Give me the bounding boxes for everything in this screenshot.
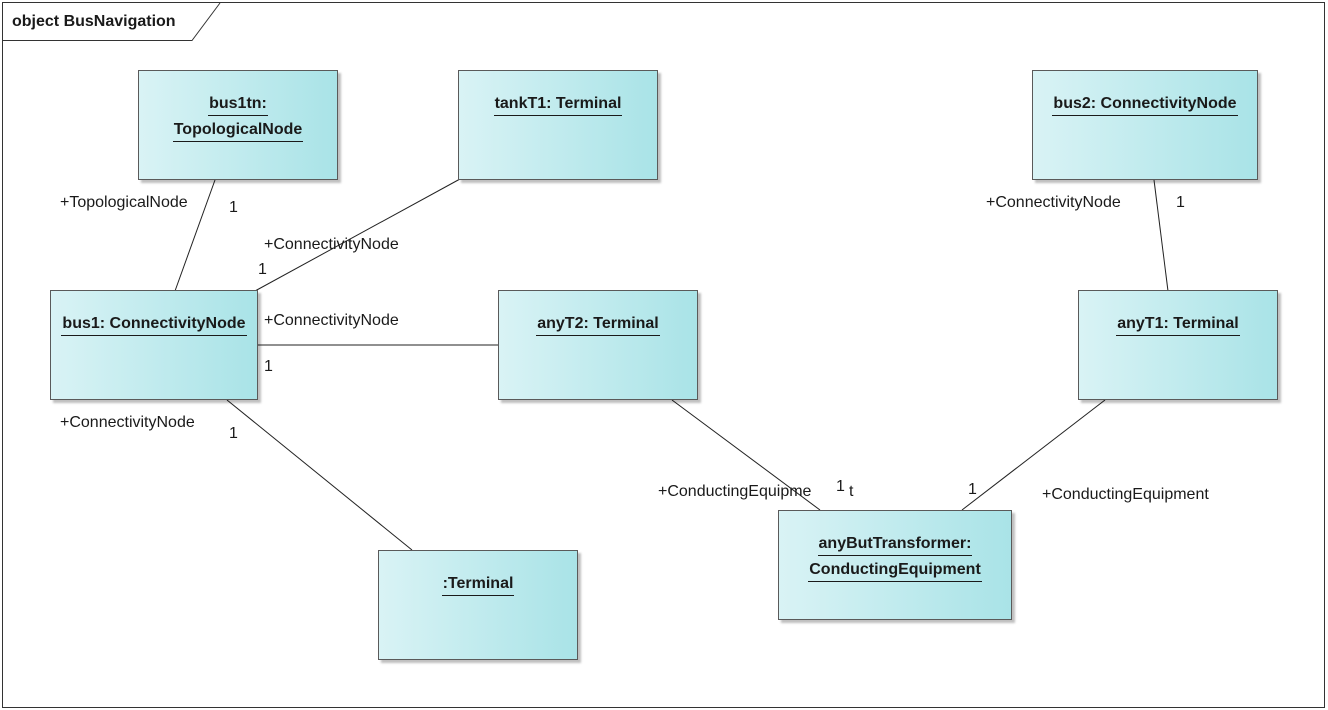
multiplicity-conducting-equipment-right: 1 (968, 481, 977, 498)
object-bus1[interactable]: bus1: ConnectivityNode (50, 290, 258, 400)
object-anyButTransformer[interactable]: anyButTransformer: ConductingEquipment (778, 510, 1012, 620)
multiplicity-tank-connectivity-node: 1 (258, 261, 267, 278)
role-anyT2-connectivity-node: +ConnectivityNode (264, 312, 399, 329)
link-tankT1-bus1 (254, 178, 461, 292)
link-bus1-terminal (226, 399, 413, 551)
multiplicity-topological-node: 1 (229, 199, 238, 216)
multiplicity-conducting-equipment-left: 1 (836, 478, 845, 495)
multiplicity-bus2-connectivity-node: 1 (1176, 194, 1185, 211)
object-tankT1[interactable]: tankT1: Terminal (458, 70, 658, 180)
link-anyT2-equipment (671, 399, 821, 511)
object-anyT1[interactable]: anyT1: Terminal (1078, 290, 1278, 400)
object-terminal-name: :Terminal (441, 573, 515, 596)
object-anyButTransformer-name: anyButTransformer: (817, 533, 973, 556)
object-terminal[interactable]: :Terminal (378, 550, 578, 660)
object-bus1tn-type: TopologicalNode (172, 119, 304, 142)
object-bus1tn[interactable]: bus1tn: TopologicalNode (138, 70, 338, 180)
frame-title: object BusNavigation (12, 13, 176, 30)
object-bus2[interactable]: bus2: ConnectivityNode (1032, 70, 1258, 180)
role-conducting-equipment-right: +ConductingEquipment (1042, 486, 1209, 503)
object-bus1-name: bus1: ConnectivityNode (61, 313, 247, 336)
link-bus2-anyT1 (1153, 179, 1169, 292)
object-anyButTransformer-type: ConductingEquipment (808, 559, 982, 582)
object-anyT1-name: anyT1: Terminal (1116, 313, 1240, 336)
link-anyT1-equipment (961, 399, 1106, 511)
object-anyT2[interactable]: anyT2: Terminal (498, 290, 698, 400)
multiplicity-anyT2-connectivity-node: 1 (264, 358, 273, 375)
object-anyT2-name: anyT2: Terminal (536, 313, 660, 336)
role-conducting-equipment-left-tail: t (849, 483, 854, 500)
link-bus1tn-bus1 (174, 179, 216, 292)
multiplicity-terminal-connectivity-node: 1 (229, 425, 238, 442)
object-bus1tn-name: bus1tn: (208, 93, 268, 116)
role-conducting-equipment-left: +ConductingEquipme (658, 483, 812, 500)
frame-title-tab (2, 2, 221, 41)
role-bus2-connectivity-node: +ConnectivityNode (986, 194, 1121, 211)
role-topological-node: +TopologicalNode (60, 194, 188, 211)
role-tank-connectivity-node: +ConnectivityNode (264, 236, 399, 253)
object-tankT1-name: tankT1: Terminal (493, 93, 623, 116)
role-terminal-connectivity-node: +ConnectivityNode (60, 414, 195, 431)
object-bus2-name: bus2: ConnectivityNode (1052, 93, 1238, 116)
